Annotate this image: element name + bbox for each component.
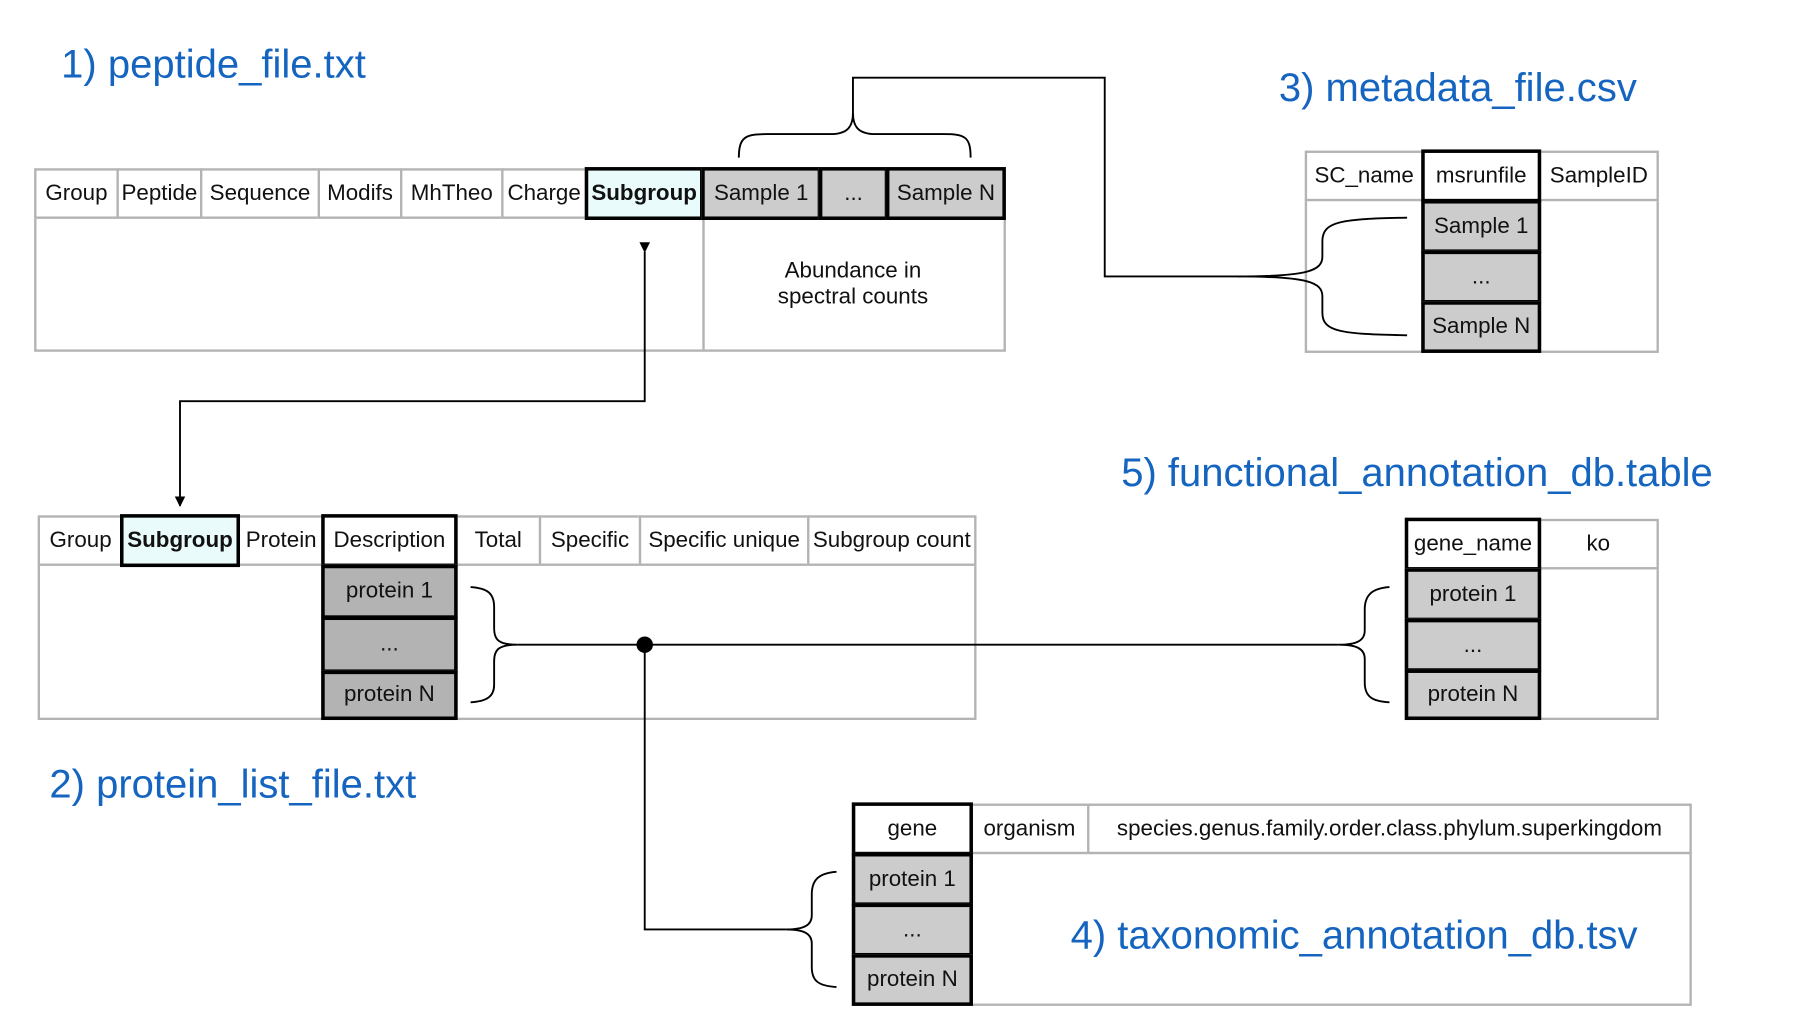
- peptide-header-sample-n: Sample N: [885, 167, 1006, 221]
- taxonomic-db-title: 4) taxonomic_annotation_db.tsv: [1070, 912, 1638, 958]
- taxonomic-rows-brace: [785, 870, 837, 989]
- protein-header-subgroup-count: Subgroup count: [807, 515, 977, 566]
- protein-header-protein: Protein: [237, 515, 325, 566]
- taxonomic-header-lineage: species.genus.family.order.class.phylum.…: [1087, 803, 1692, 855]
- peptide-header-sample-1: Sample 1: [701, 167, 822, 221]
- peptide-header-modifs: Modifs: [317, 168, 403, 219]
- metadata-row-ellipsis: ...: [1421, 250, 1542, 304]
- sample-columns-brace: [737, 112, 972, 158]
- protein-header-description: Description: [321, 514, 458, 568]
- taxonomic-row-protein-n: protein N: [851, 954, 973, 1006]
- subgroup-link: [174, 242, 651, 507]
- metadata-header-sc-name: SC_name: [1304, 150, 1424, 202]
- metadata-row-sample-1: Sample 1: [1421, 200, 1542, 253]
- junction-dot: [636, 636, 653, 653]
- metadata-file-title: 3) metadata_file.csv: [1278, 65, 1637, 111]
- sample-to-metadata-link: [852, 76, 1242, 278]
- protein-list-title: 2) protein_list_file.txt: [49, 762, 417, 808]
- functional-header-ko: ko: [1537, 518, 1659, 570]
- peptide-header-subgroup: Subgroup: [584, 167, 704, 221]
- protein-to-taxonomic-link: [643, 644, 786, 931]
- peptide-header-sequence: Sequence: [200, 168, 321, 219]
- taxonomic-header-gene: gene: [851, 802, 973, 856]
- protein-header-group: Group: [37, 515, 124, 566]
- metadata-row-sample-n: Sample N: [1421, 301, 1542, 353]
- metadata-header-msrunfile: msrunfile: [1421, 149, 1542, 203]
- peptide-header-mhtheo: MhTheo: [400, 168, 504, 219]
- protein-row-protein-n: protein N: [321, 670, 458, 721]
- functional-row-protein-1: protein 1: [1404, 568, 1542, 622]
- functional-rows-brace: [1338, 586, 1390, 704]
- metadata-header-sampleid: SampleID: [1538, 150, 1659, 202]
- peptide-table-body-right: [702, 216, 1006, 352]
- functional-row-protein-n: protein N: [1404, 669, 1542, 721]
- protein-rows-brace: [470, 586, 518, 704]
- protein-row-protein-1: protein 1: [321, 564, 458, 619]
- peptide-header-peptide: Peptide: [116, 168, 203, 219]
- metadata-rows-brace: [1237, 216, 1408, 337]
- peptide-header-sample-ellipsis: ...: [818, 167, 889, 221]
- peptide-file-title: 1) peptide_file.txt: [61, 42, 366, 88]
- functional-db-title: 5) functional_annotation_db.table: [1121, 450, 1713, 496]
- taxonomic-header-organism: organism: [969, 803, 1090, 855]
- protein-header-specific: Specific: [538, 515, 642, 566]
- abundance-note: Abundance in spectral counts: [777, 258, 929, 310]
- protein-header-subgroup: Subgroup: [120, 514, 241, 568]
